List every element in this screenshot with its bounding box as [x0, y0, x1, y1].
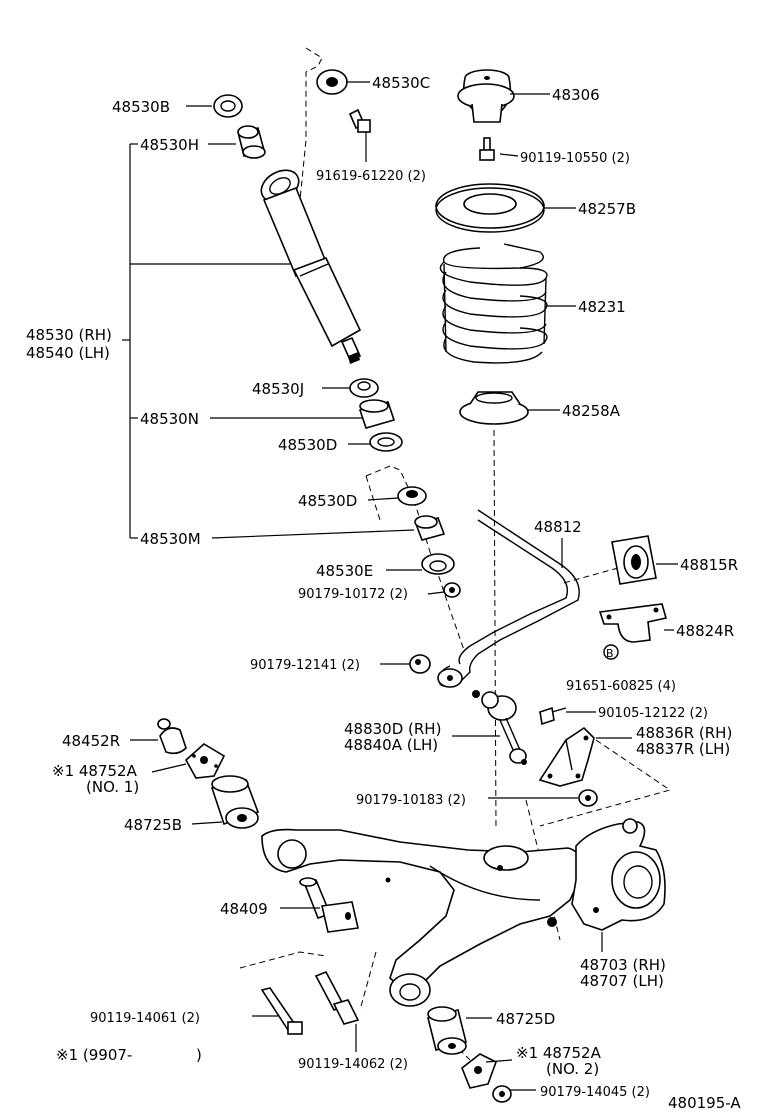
coil-spring-48231 — [439, 243, 548, 364]
washer-48530c — [316, 69, 348, 95]
label-48752a-no1-sub: (NO. 1) — [86, 778, 139, 796]
label-90119-14062: 90119-14062 (2) — [298, 1057, 408, 1072]
bolt-48409 — [299, 877, 359, 933]
bush-48530m — [414, 515, 446, 541]
label-90179-12141: 90179-12141 (2) — [250, 658, 360, 673]
label-48530c: 48530C — [372, 74, 430, 92]
label-48306: 48306 — [552, 86, 600, 104]
label-91619-61220: 91619-61220 (2) — [316, 169, 426, 184]
label-48530m: 48530M — [140, 530, 201, 548]
label-91651-60825: 91651-60825 (4) — [566, 679, 676, 694]
bush-48530b — [213, 94, 243, 118]
label-48703: 48703 (RH) — [580, 956, 666, 974]
label-48830d: 48830D (RH) — [344, 720, 441, 738]
label-note-close: ) — [196, 1046, 202, 1064]
leader-lines — [122, 81, 678, 1091]
nut-90179-14045 — [492, 1085, 512, 1103]
washer-48530e — [421, 553, 455, 575]
shock-absorber — [260, 169, 362, 364]
label-48530d-a: 48530D — [278, 436, 337, 454]
label-48530e: 48530E — [316, 562, 373, 580]
knuckle-48703 — [571, 818, 666, 931]
label-90105-12122: 90105-12122 (2) — [598, 706, 708, 721]
figure-number: 480195-A — [668, 1094, 741, 1112]
label-48530-rh: 48530 (RH) — [26, 326, 112, 344]
label-48837r: 48837R (LH) — [636, 740, 730, 758]
label-90179-14045: 90179-14045 (2) — [540, 1085, 650, 1100]
label-90179-10183: 90179-10183 (2) — [356, 793, 466, 808]
bolt-90119-10550 — [479, 137, 495, 161]
label-48707: 48707 (LH) — [580, 972, 664, 990]
label-48231: 48231 — [578, 298, 626, 316]
bolt-90119-14061 — [260, 987, 303, 1035]
nut-90179-12141 — [409, 654, 431, 674]
bushing-48815r — [611, 535, 657, 585]
label-48725b: 48725B — [124, 816, 182, 834]
stabilizer-bar-48812 — [437, 509, 580, 688]
label-48409: 48409 — [220, 900, 268, 918]
label-48752a-no2: ※1 48752A — [516, 1044, 602, 1062]
bush-48530h — [237, 125, 266, 159]
label-48725d: 48725D — [496, 1010, 555, 1028]
nut-90179-10183 — [578, 789, 598, 807]
label-48530j: 48530J — [252, 380, 304, 398]
label-48540-lh: 48540 (LH) — [26, 344, 110, 362]
label-90179-10172: 90179-10172 (2) — [298, 587, 408, 602]
label-48824r: 48824R — [676, 622, 734, 640]
label-48815r: 48815R — [680, 556, 738, 574]
bush-48725d — [427, 1006, 467, 1055]
bracket-48836r — [538, 726, 595, 787]
washer-48530d-a — [369, 432, 403, 452]
label-48452r: 48452R — [62, 732, 120, 750]
spring-seat-48257b — [435, 183, 545, 233]
label-48530d-b: 48530D — [298, 492, 357, 510]
plate-48752a-no2 — [461, 1053, 497, 1089]
label-48840a: 48840A (LH) — [344, 736, 438, 754]
bolt-90119-14062 — [314, 970, 360, 1025]
label-48530h: 48530H — [140, 136, 199, 154]
bolt-90105-12122 — [539, 706, 567, 726]
nut-90179-10172 — [443, 582, 461, 598]
bush-48530j — [349, 378, 379, 398]
bush-48725b — [210, 775, 260, 829]
b-marker — [603, 644, 619, 660]
label-48258a: 48258A — [562, 402, 621, 420]
label-48530n: 48530N — [140, 410, 199, 428]
label-48530b: 48530B — [112, 98, 170, 116]
label-48752a-no2-sub: (NO. 2) — [546, 1060, 599, 1078]
stabilizer-link-48830d — [472, 690, 527, 765]
bump-stopper-48306 — [457, 69, 515, 123]
cam-48452r — [157, 718, 187, 755]
label-note: ※1 (9907- — [56, 1046, 132, 1064]
plate-48752a-no1 — [184, 743, 226, 779]
spring-seat-48258a — [459, 391, 529, 425]
label-90119-14061: 90119-14061 (2) — [90, 1011, 200, 1026]
label-48752a-no1: ※1 48752A — [52, 762, 138, 780]
label-48836r: 48836R (RH) — [636, 724, 732, 742]
bracket-48824r — [598, 603, 668, 643]
label-b-marker: B — [606, 647, 614, 660]
washer-48530d-b — [397, 486, 427, 506]
part-labels: 48530C 48306 48530B 48530H 90119-10550 (… — [26, 74, 741, 1112]
label-90119-10550: 90119-10550 (2) — [520, 151, 630, 166]
lower-arm — [261, 828, 584, 1007]
bolt-91619-61220 — [348, 108, 371, 133]
bush-48530n — [358, 399, 396, 429]
label-48257b: 48257B — [578, 200, 636, 218]
label-48812: 48812 — [534, 518, 582, 536]
